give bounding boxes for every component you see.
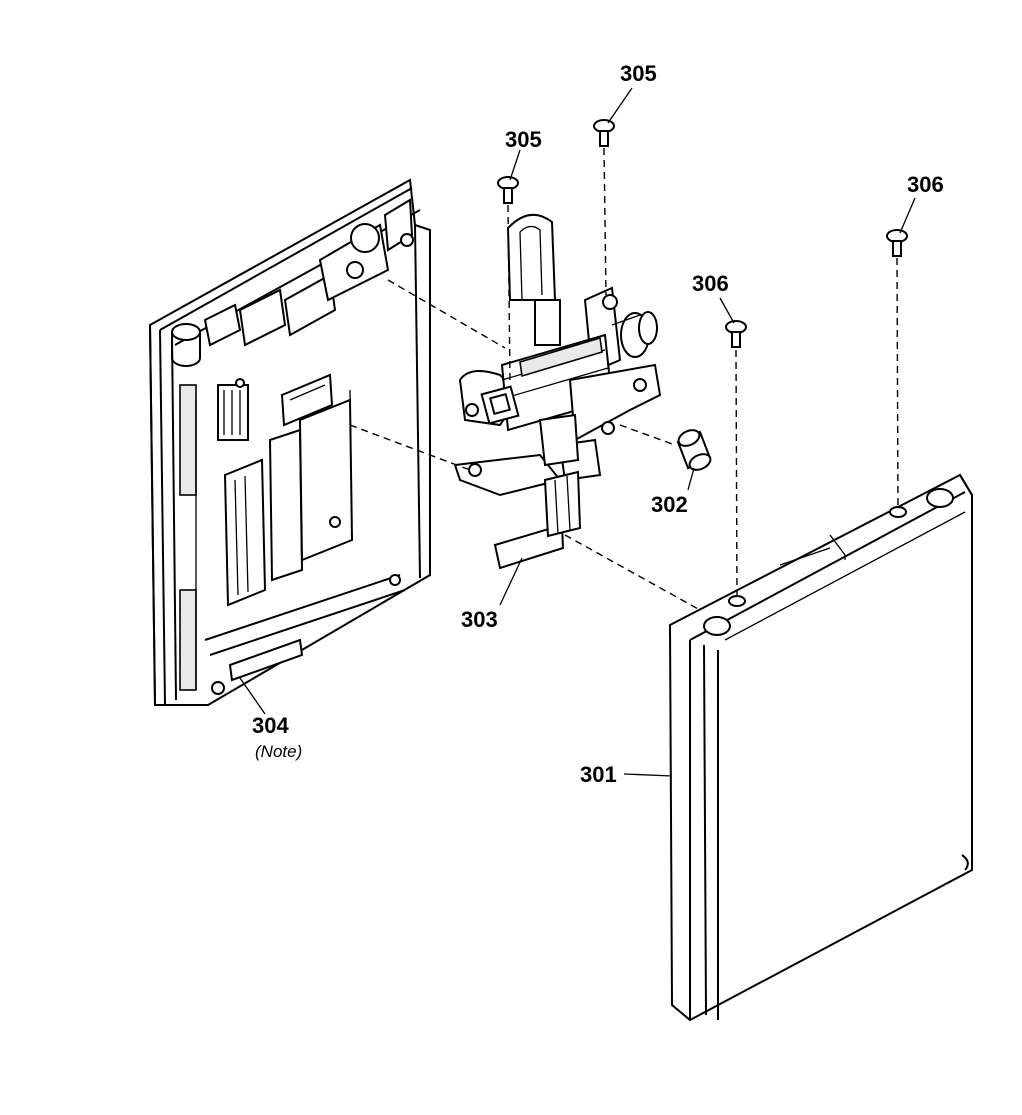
screw-306-a (725, 320, 747, 348)
leader-lines (239, 87, 916, 777)
frame-assembly-304 (148, 178, 431, 706)
mechanism-assembly (453, 213, 662, 497)
part-label-305-a: 305 (505, 127, 542, 152)
screw-306-b (886, 229, 908, 257)
part-label-306-a: 306 (692, 271, 729, 296)
flex-cable-303 (493, 470, 582, 570)
part-label-306-b: 306 (907, 172, 944, 197)
cover-panel-301 (668, 473, 973, 1022)
part-label-302: 302 (651, 492, 688, 517)
screw-305-a (497, 176, 519, 204)
screw-305-b (593, 119, 615, 147)
cap-302 (676, 429, 712, 471)
part-label-304: 304 (252, 713, 289, 738)
part-label-301: 301 (580, 762, 617, 787)
part-label-303: 303 (461, 607, 498, 632)
assembly-guide-lines (349, 147, 899, 611)
part-note-304: (Note) (255, 742, 303, 761)
part-label-305-b: 305 (620, 61, 657, 86)
